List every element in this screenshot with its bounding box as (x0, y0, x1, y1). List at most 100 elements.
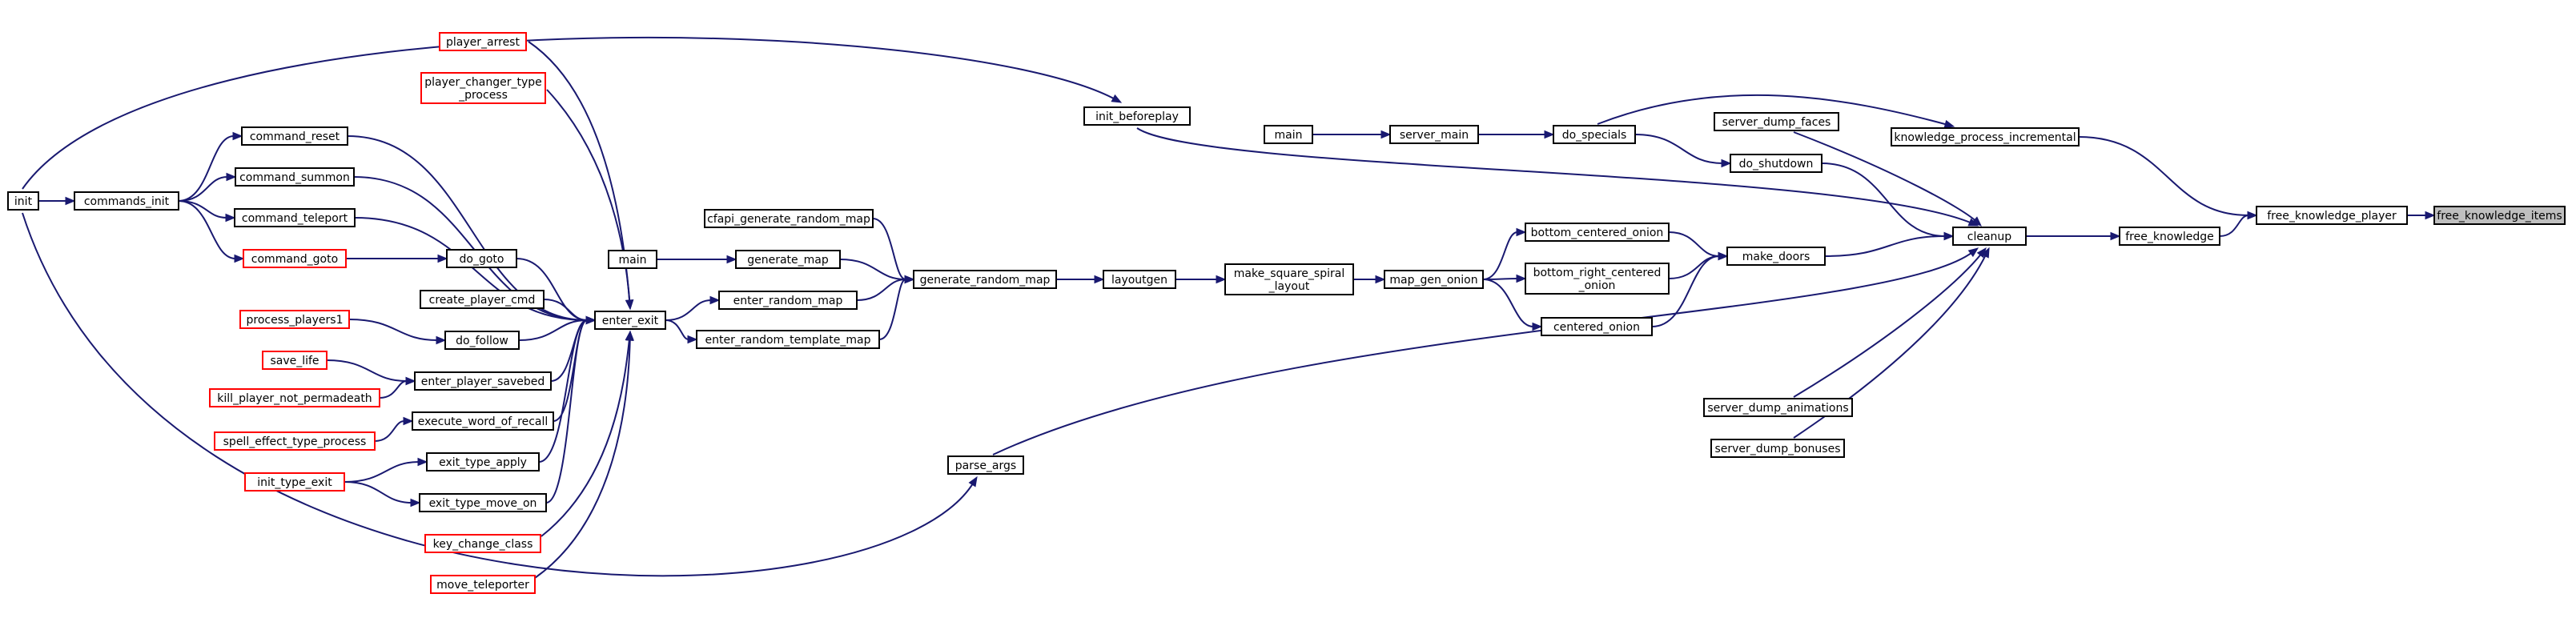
edge-commands_init-to-command_teleport (178, 200, 236, 223)
node-label: server_dump_faces (1722, 116, 1831, 129)
node-parse-args[interactable]: parse_args (947, 455, 1024, 475)
node-free-knowledge[interactable]: free_knowledge (2119, 227, 2220, 246)
node-generate-map[interactable]: generate_map (735, 250, 841, 269)
node-main-mid[interactable]: main (608, 250, 657, 269)
node-box (2433, 206, 2566, 225)
edge-enter_random_template_map-to-generate_random_map (878, 275, 915, 340)
node-cleanup[interactable]: cleanup (1952, 227, 2027, 246)
node-box (947, 455, 1024, 475)
node-free-knowledge-items[interactable]: free_knowledge_items (2433, 206, 2566, 225)
node-box (1103, 270, 1176, 289)
node-exit-type-move-on[interactable]: exit_type_move_on (419, 493, 547, 512)
node-command-reset[interactable]: command_reset (241, 126, 348, 146)
node-label: _layout (1268, 280, 1310, 293)
node-label: enter_exit (602, 315, 659, 327)
node-map-gen-onion[interactable]: map_gen_onion (1384, 270, 1484, 289)
arrowhead (1967, 247, 1979, 258)
node-enter-exit[interactable]: enter_exit (594, 311, 666, 330)
node-command-goto[interactable]: command_goto (243, 249, 347, 268)
node-enter-player-savebed[interactable]: enter_player_savebed (414, 371, 552, 391)
node-centered-onion[interactable]: centered_onion (1541, 317, 1653, 336)
node-label: exit_type_move_on (429, 497, 537, 510)
node-box (439, 32, 527, 51)
node-key-change-class[interactable]: key_change_class (424, 534, 541, 553)
node-label: server_main (1400, 129, 1469, 142)
node-init-type-exit[interactable]: init_type_exit (244, 472, 345, 492)
edge-main_top-to-server_main (1312, 130, 1392, 139)
arrowhead (437, 254, 448, 263)
node-bottom-centered-onion[interactable]: bottom_centered_onion (1525, 223, 1670, 242)
node-server-dump-bonuses[interactable]: server_dump_bonuses (1710, 439, 1845, 458)
node-commands-init[interactable]: commands_init (74, 191, 179, 211)
node-box (1553, 125, 1636, 144)
node-player-changer-type-process[interactable]: player_changer_type_process (420, 72, 546, 104)
node-box (244, 472, 345, 492)
arrowhead (436, 335, 447, 345)
node-knowledge-process-incremental[interactable]: knowledge_process_incremental (1891, 127, 2080, 146)
arrowhead (1380, 130, 1392, 139)
edge-make_square_spiral_layout-to-map_gen_onion (1353, 275, 1386, 284)
node-box (704, 209, 874, 228)
node-execute-word-of-recall[interactable]: execute_word_of_recall (412, 411, 554, 431)
edge-commands_init-to-command_reset (178, 131, 243, 202)
node-create-player-cmd[interactable]: create_player_cmd (420, 290, 545, 309)
node-command-summon[interactable]: command_summon (235, 167, 355, 187)
node-enter-random-template-map[interactable]: enter_random_template_map (696, 330, 880, 349)
edge-enter_exit-to-enter_random_map (665, 295, 721, 321)
arrowhead (585, 315, 597, 325)
node-box (1389, 125, 1479, 144)
node-init-beforeplay[interactable]: init_beforeplay (1083, 106, 1191, 126)
node-box (7, 191, 39, 211)
node-label: cleanup (1967, 231, 2012, 243)
node-label: move_teleporter (436, 579, 529, 592)
node-label: command_reset (250, 130, 340, 143)
arrowhead (1943, 231, 1955, 241)
node-box (2119, 227, 2220, 246)
node-make-square-spiral-layout[interactable]: make_square_spiral_layout (1224, 263, 1354, 295)
node-enter-random-map[interactable]: enter_random_map (718, 291, 858, 310)
arrowhead (1111, 94, 1123, 103)
node-kill-player-not-permadeath[interactable]: kill_player_not_permadeath (209, 388, 380, 407)
node-server-dump-faces[interactable]: server_dump_faces (1714, 112, 1839, 131)
node-label: main (619, 254, 647, 267)
node-server-main[interactable]: server_main (1389, 125, 1479, 144)
node-cfapi-generate-random-map[interactable]: cfapi_generate_random_map (704, 209, 874, 228)
node-label: execute_word_of_recall (418, 415, 549, 428)
node-command-teleport[interactable]: command_teleport (234, 208, 356, 227)
node-do-goto[interactable]: do_goto (446, 249, 517, 268)
arrowhead (1094, 275, 1105, 284)
node-label: init_beforeplay (1095, 110, 1179, 123)
arrowhead (687, 335, 698, 344)
node-player-arrest[interactable]: player_arrest (439, 32, 527, 51)
node-init[interactable]: init (7, 191, 39, 211)
node-generate-random-map[interactable]: generate_random_map (913, 270, 1057, 289)
arrowhead (1718, 251, 1729, 261)
arrowhead (1943, 119, 1955, 129)
node-label: enter_random_map (733, 295, 843, 307)
node-label: init_type_exit (257, 476, 332, 489)
node-exit-type-apply[interactable]: exit_type_apply (426, 452, 540, 471)
node-move-teleporter[interactable]: move_teleporter (430, 575, 536, 594)
node-label: server_dump_animations (1707, 402, 1848, 415)
node-free-knowledge-player[interactable]: free_knowledge_player (2256, 206, 2408, 225)
node-label: command_teleport (242, 212, 348, 225)
node-process-players1[interactable]: process_players1 (239, 310, 350, 329)
node-box (426, 452, 540, 471)
node-save-life[interactable]: save_life (262, 351, 328, 370)
node-layoutgen[interactable]: layoutgen (1103, 270, 1176, 289)
node-box (1891, 127, 2080, 146)
node-make-doors[interactable]: make_doors (1726, 247, 1826, 266)
node-do-specials[interactable]: do_specials (1553, 125, 1636, 144)
node-box (718, 291, 858, 310)
node-spell-effect-type-process[interactable]: spell_effect_type_process (214, 431, 376, 451)
edge-init-to-parse_args (22, 212, 978, 577)
edge-do_specials-to-do_shutdown (1634, 134, 1732, 168)
node-server-dump-animations[interactable]: server_dump_animations (1703, 398, 1853, 417)
node-label: do_specials (1562, 129, 1627, 142)
node-label: free_knowledge (2125, 231, 2214, 243)
node-bottom-right-centered-onion[interactable]: bottom_right_centered_onion (1525, 263, 1670, 295)
node-do-follow[interactable]: do_follow (444, 331, 520, 350)
node-label: bottom_centered_onion (1531, 227, 1664, 239)
node-main-top[interactable]: main (1264, 125, 1313, 144)
node-do-shutdown[interactable]: do_shutdown (1730, 154, 1822, 173)
